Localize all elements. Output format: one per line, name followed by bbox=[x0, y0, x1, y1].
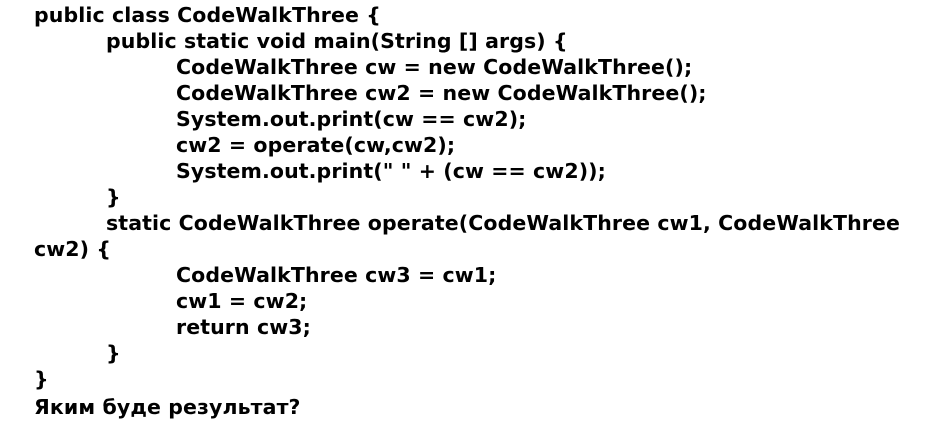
code-line-14: } bbox=[106, 341, 121, 365]
code-line-3: CodeWalkThree cw = new CodeWalkThree(); bbox=[176, 55, 693, 79]
code-line-10: cw2) { bbox=[34, 237, 112, 261]
code-line-2: public static void main(String [] args) … bbox=[106, 29, 568, 53]
code-line-8: } bbox=[106, 185, 121, 209]
question-text: Яким буде результат? bbox=[34, 395, 301, 419]
code-line-1: public class CodeWalkThree { bbox=[34, 3, 381, 27]
code-line-9: static CodeWalkThree operate(CodeWalkThr… bbox=[106, 211, 901, 235]
code-line-5: System.out.print(cw == cw2); bbox=[176, 107, 527, 131]
code-line-15: } bbox=[34, 367, 49, 391]
code-line-11: CodeWalkThree cw3 = cw1; bbox=[176, 263, 497, 287]
code-line-6: cw2 = operate(cw,cw2); bbox=[176, 133, 456, 157]
code-line-4: CodeWalkThree cw2 = new CodeWalkThree(); bbox=[176, 81, 707, 105]
code-line-7: System.out.print(" " + (cw == cw2)); bbox=[176, 159, 606, 183]
code-line-13: return cw3; bbox=[176, 315, 311, 339]
code-line-12: cw1 = cw2; bbox=[176, 289, 308, 313]
